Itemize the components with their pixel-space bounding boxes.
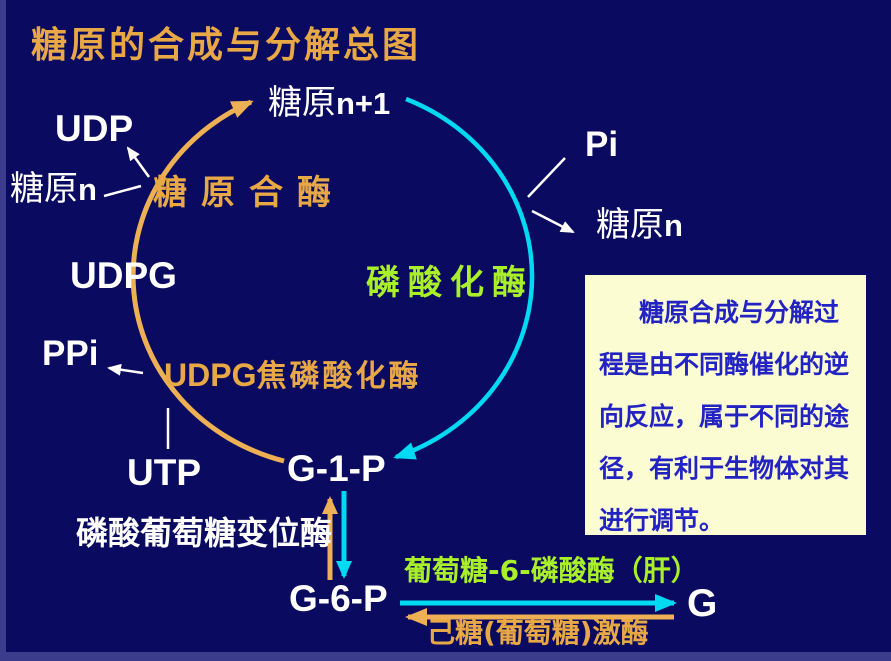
udp-release-arrow — [126, 146, 151, 178]
glycogen-n-right-sub: n — [664, 208, 683, 243]
glycogen-n-left-zh: 糖原 — [10, 169, 78, 209]
slide-title: 糖原的合成与分解总图 — [31, 25, 422, 66]
note-line-5: 进行调节。 — [599, 506, 725, 535]
udpg-pyrophosphorylase-latin: UDPG — [164, 357, 257, 393]
glycogen-n-plus-1-label: 糖原n+1 — [268, 83, 391, 123]
pi-label: Pi — [585, 125, 619, 164]
udpg-label: UDPG — [70, 255, 177, 296]
note-line-1: 糖原合成与分解过 — [639, 298, 840, 327]
slide-left-edge — [0, 0, 6, 661]
phosphoglucomutase-label: 磷酸葡萄糖变位酶 — [76, 514, 333, 552]
ppi-release-arrow — [107, 363, 144, 376]
udpg-pyrophosphorylase-zh: 焦磷酸化酶 — [256, 359, 422, 394]
note-line-3: 向反应，属于不同的途 — [599, 402, 850, 431]
hexokinase-label: 己糖(葡萄糖)激酶 — [427, 616, 649, 649]
udpg-pyrophosphorylase-label: UDPG焦磷酸化酶 — [164, 357, 422, 394]
glucose-6-phosphatase-label: 葡萄糖-6-磷酸酶（肝） — [404, 554, 699, 587]
glycogen-n-plus-1-sub: n+1 — [336, 86, 391, 121]
g1p-label: G-1-P — [287, 448, 386, 489]
g6p-label: G-6-P — [289, 578, 388, 619]
glucose-label: G — [687, 582, 718, 625]
glycogen-n-left-connector-line — [103, 184, 142, 198]
glycogen-n-right-label: 糖原n — [596, 205, 683, 245]
ppi-label: PPi — [42, 334, 99, 373]
synthesis-arc-arrow — [130, 99, 285, 464]
note-box: 糖原合成与分解过 程是由不同酶催化的逆 向反应，属于不同的途 径，有利于生物体对… — [585, 275, 866, 535]
glycogen-n-right-release-arrow — [531, 209, 575, 234]
glycogen-n-right-zh: 糖原 — [596, 205, 664, 245]
glycogen-n-left-label: 糖原n — [10, 169, 97, 209]
glycogen-n-plus-1-zh: 糖原 — [268, 83, 336, 123]
pi-input-line — [527, 157, 566, 198]
note-line-4: 径，有利于生物体对其 — [599, 454, 850, 483]
breakdown-arc-arrow — [393, 96, 535, 460]
glycogen-n-left-sub: n — [78, 172, 97, 207]
udp-label: UDP — [55, 108, 134, 149]
glycogen-synthase-label: 糖原合酶 — [153, 173, 345, 213]
slide-bottom-edge — [0, 652, 891, 661]
note-line-2: 程是由不同酶催化的逆 — [599, 350, 850, 379]
phosphorylase-label: 磷酸化酶 — [366, 263, 534, 303]
utp-label: UTP — [127, 452, 201, 493]
